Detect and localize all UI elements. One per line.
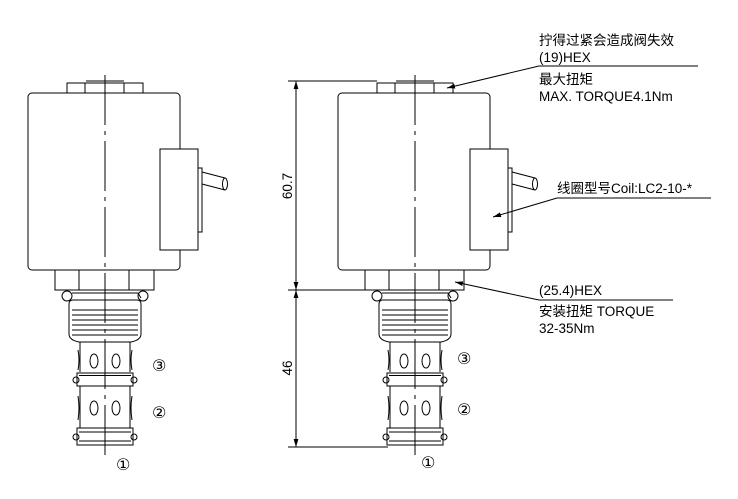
- leader-lines: [446, 65, 711, 301]
- port-3-left: ③: [152, 356, 166, 375]
- coil-label: 线圈型号Coil:LC2-10-*: [557, 181, 693, 196]
- warning-label: 拧得过紧会造成阀失效: [539, 32, 674, 48]
- dimension-lines: [288, 80, 388, 448]
- port-2-right: ②: [457, 400, 471, 419]
- port-1-left: ①: [116, 455, 130, 474]
- install-torque-label: 安装扭矩 TORQUE: [539, 304, 654, 319]
- port-1-right: ①: [421, 453, 435, 472]
- install-torque-value: 32-35Nm: [539, 321, 595, 336]
- dim-body-length: 46: [280, 360, 295, 375]
- valve-right: [337, 74, 538, 456]
- bottom-hex-label: (25.4)HEX: [539, 283, 602, 298]
- port-3-right: ③: [457, 349, 471, 368]
- max-torque-cn-label: 最大扭矩: [539, 72, 593, 87]
- valve-left: [27, 74, 228, 456]
- top-hex-label: (19)HEX: [539, 50, 591, 65]
- port-2-left: ②: [152, 403, 166, 422]
- dim-coil-height: 60.7: [280, 173, 295, 199]
- max-torque-label: MAX. TORQUE4.1Nm: [539, 89, 673, 104]
